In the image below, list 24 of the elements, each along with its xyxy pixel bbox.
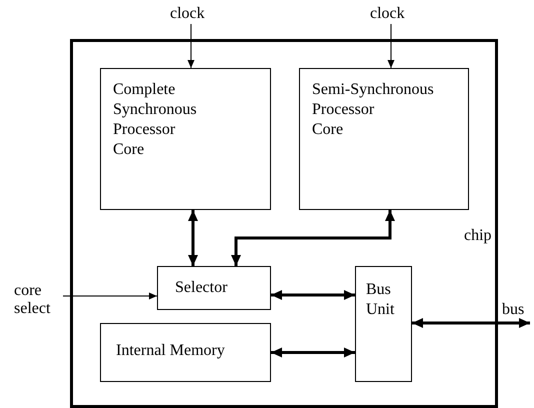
- arrow: [188, 210, 198, 266]
- selector-box: [157, 266, 271, 310]
- chip-boundary: [70, 39, 498, 408]
- box-label: Selector: [175, 278, 228, 298]
- box-label: Bus Unit: [366, 280, 396, 320]
- box-label: Internal Memory: [116, 341, 225, 361]
- signal-label: bus: [502, 300, 532, 322]
- arrow: [231, 210, 395, 266]
- arrow: [271, 348, 355, 358]
- signal-label: clock: [370, 4, 412, 24]
- arrow: [188, 24, 194, 68]
- bus-unit-box: [355, 266, 412, 382]
- arrow: [271, 290, 355, 300]
- signal-label: core select: [14, 282, 64, 318]
- processor-core-box: [100, 68, 271, 210]
- box-label: Complete Synchronous Processor Core: [113, 80, 198, 160]
- arrow: [412, 318, 530, 328]
- memory-box: [100, 323, 271, 382]
- arrow: [62, 292, 158, 300]
- chip-label: chip: [464, 226, 492, 246]
- box-label: Semi-Synchronous Processor Core: [312, 80, 435, 140]
- processor-core-box: [299, 68, 469, 210]
- arrow: [388, 24, 394, 68]
- signal-label: clock: [170, 4, 212, 24]
